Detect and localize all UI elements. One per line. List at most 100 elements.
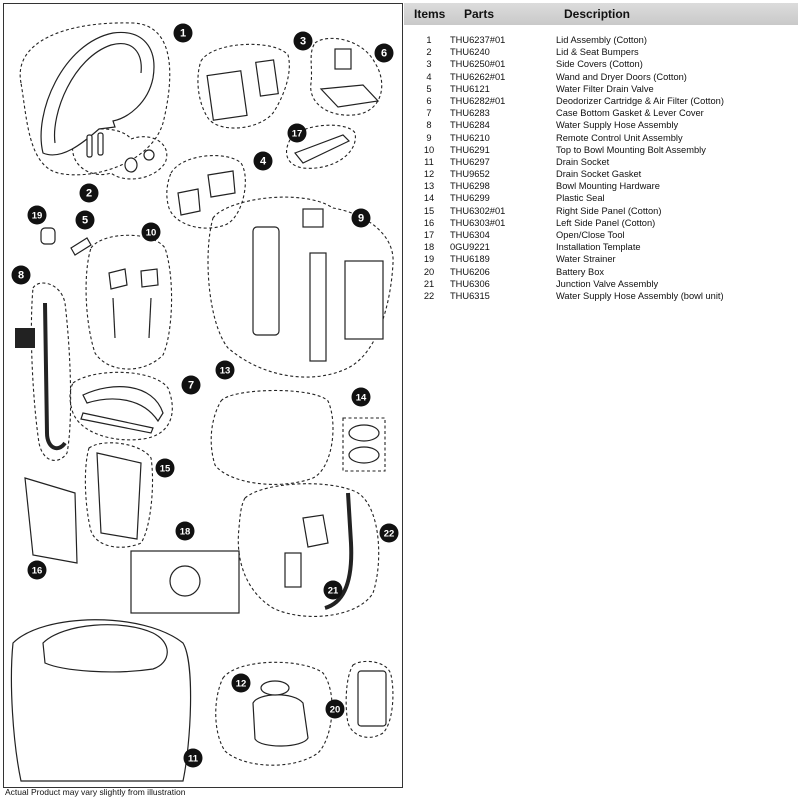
callout-20: 20 [325, 699, 345, 719]
callout-badge [181, 375, 201, 395]
callout-11: 11 [183, 748, 203, 768]
item-number: 18 [423, 242, 435, 253]
part-number: THU6304 [450, 230, 490, 240]
part-description: Left Side Panel (Cotton) [556, 217, 656, 228]
callout-22: 22 [379, 523, 399, 543]
diagram-frame [3, 3, 403, 788]
callout-number: 15 [160, 464, 171, 475]
group-outline-14 [342, 417, 386, 472]
callout-number: 7 [188, 380, 194, 392]
callout-badge [325, 699, 345, 719]
part-description: Remote Control Unit Assembly [556, 132, 683, 143]
items-column-header: Items [414, 7, 446, 21]
part-number: THU6206 [450, 266, 490, 277]
part-number: THU6297 [450, 156, 490, 167]
bolt-shaft-drawing [112, 297, 116, 339]
callout-badge [27, 560, 47, 580]
plastic-seal-drawing-2 [348, 446, 380, 464]
group-outline-10 [85, 234, 173, 370]
side-cover-drawing-2 [255, 59, 279, 97]
callout-number: 4 [260, 156, 267, 168]
part-description: Deodorizer Cartridge & Air Filter (Cotto… [556, 95, 724, 106]
group-outline-6 [310, 37, 383, 116]
callout-badge [27, 205, 47, 225]
callout-badge [175, 521, 195, 541]
wand-door-drawing [177, 188, 201, 216]
callout-badge [231, 673, 251, 693]
dryer-door-drawing [207, 170, 236, 198]
callout-10: 10 [141, 222, 161, 242]
callout-12: 12 [231, 673, 251, 693]
side-cover-drawing [206, 70, 248, 121]
callout-number: 13 [220, 366, 231, 377]
callout-number: 11 [188, 754, 199, 765]
toilet-lid-drawing [42, 624, 168, 673]
part-description: Drain Socket [556, 156, 610, 167]
callout-number: 18 [180, 527, 191, 538]
callout-badge [351, 387, 371, 407]
group-outline-8 [30, 282, 72, 461]
part-number: THU6240 [450, 47, 490, 58]
item-number: 6 [426, 95, 432, 106]
drain-valve-drawing [70, 237, 92, 256]
template-hole-drawing [169, 565, 201, 597]
drain-socket-drawing [252, 694, 309, 747]
callout-number: 1 [180, 28, 186, 40]
callout-14: 14 [351, 387, 371, 407]
lever-cover-drawing [80, 412, 154, 434]
callout-number: 9 [358, 213, 364, 225]
callout-number: 10 [146, 228, 157, 239]
item-number: 8 [426, 120, 432, 131]
junction-valve-drawing-2 [284, 552, 302, 588]
part-number: THU6282#01 [450, 95, 506, 106]
remote-mount-drawing [302, 208, 324, 228]
part-description: Bowl Mounting Hardware [556, 181, 660, 192]
part-description: Plastic Seal [556, 193, 605, 204]
group-outline-13 [210, 389, 334, 485]
left-side-panel-drawing [24, 477, 78, 564]
callout-number: 8 [18, 270, 24, 282]
callout-badge [293, 31, 313, 51]
group-outline-7 [69, 371, 173, 441]
callout-13: 13 [215, 360, 235, 380]
part-number: THU6303#01 [450, 217, 506, 228]
case-gasket-drawing [82, 386, 164, 423]
supply-hose-drawing [43, 302, 67, 451]
callout-number: 2 [86, 188, 92, 200]
callout-number: 19 [32, 211, 43, 222]
item-number: 9 [426, 132, 432, 143]
callout-badge [141, 222, 161, 242]
callout-4: 4 [253, 151, 273, 171]
part-description: Wand and Dryer Doors (Cotton) [556, 71, 687, 82]
remote-plate-drawing [344, 260, 384, 340]
open-close-tool-drawing [294, 134, 351, 164]
junction-valve-drawing [302, 514, 329, 548]
part-number: THU6210 [450, 132, 490, 143]
part-number: THU6299 [450, 193, 490, 204]
callout-3: 3 [293, 31, 313, 51]
item-number: 1 [426, 35, 432, 45]
part-number: THU6121 [450, 83, 490, 94]
callout-number: 16 [32, 566, 43, 577]
part-description: Junction Valve Assembly [556, 278, 659, 289]
part-number: THU6291 [450, 144, 490, 155]
callout-number: 3 [300, 36, 306, 48]
mounting-bolt-drawing [108, 268, 128, 290]
group-outline-15 [84, 442, 154, 548]
callout-17: 17 [287, 123, 307, 143]
item-number: 15 [423, 205, 435, 216]
